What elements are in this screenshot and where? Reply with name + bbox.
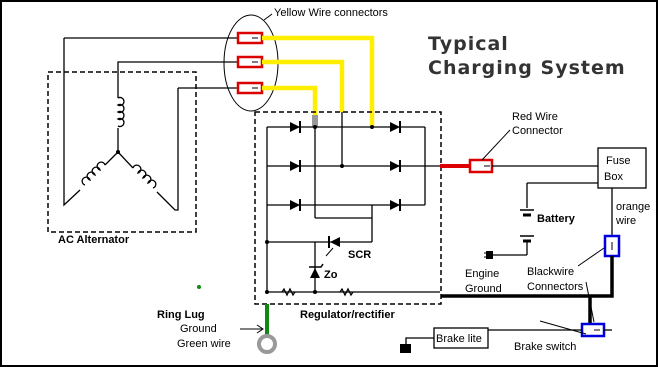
fuse-box-label-2: Box bbox=[604, 171, 623, 183]
brake-lite-label: Brake lite bbox=[436, 333, 482, 345]
black-connectors-leader-2 bbox=[585, 281, 595, 323]
orange-wire-label-1: orange bbox=[616, 201, 650, 213]
yellow-connectors-label: Yellow Wire connectors bbox=[274, 7, 388, 19]
diode-5 bbox=[290, 199, 301, 211]
black-connectors-leader-1 bbox=[577, 247, 605, 267]
alternator-box bbox=[47, 71, 197, 233]
black-connectors-label-2: Connectors bbox=[527, 281, 584, 293]
ac-alternator-label: AC Alternator bbox=[58, 234, 130, 246]
resistor-2 bbox=[339, 287, 354, 297]
black-wire-main bbox=[441, 256, 614, 298]
zener-symbol bbox=[309, 263, 324, 278]
green-dot bbox=[197, 285, 201, 289]
title-line-2: Charging System bbox=[428, 57, 626, 79]
gray-terminal bbox=[312, 115, 318, 127]
yellow-label-leader bbox=[263, 13, 273, 21]
engine-ground-label-1: Engine bbox=[465, 268, 499, 280]
alternator-coils bbox=[63, 38, 179, 211]
diode-6 bbox=[390, 199, 401, 211]
title-line-1: Typical bbox=[428, 33, 509, 55]
red-connector-leader bbox=[481, 129, 511, 161]
engine-ground-terminal bbox=[484, 251, 493, 259]
yellow-connector-3 bbox=[236, 81, 264, 95]
resistor-1 bbox=[281, 287, 296, 297]
ground-label: Ground bbox=[180, 323, 217, 335]
green-wire-label: Green wire bbox=[177, 338, 231, 350]
battery-label: Battery bbox=[537, 213, 576, 225]
ring-lug-label: Ring Lug bbox=[157, 309, 205, 321]
engine-ground-label-2: Ground bbox=[465, 283, 502, 295]
red-connector-label-1: Red Wire bbox=[512, 111, 558, 123]
battery-symbol bbox=[492, 182, 598, 256]
yellow-wires bbox=[262, 35, 375, 127]
scr-symbol bbox=[325, 236, 340, 257]
ground-leader-arrow bbox=[256, 324, 264, 334]
brake-lite-ground bbox=[400, 344, 411, 353]
red-wire-connector bbox=[468, 158, 494, 174]
diode-3 bbox=[290, 160, 301, 172]
red-connector-label-2: Connector bbox=[512, 125, 563, 137]
yellow-connector-2 bbox=[236, 55, 264, 69]
orange-wire-label-2: wire bbox=[615, 215, 636, 227]
alt-lead-2 bbox=[117, 61, 238, 65]
black-connectors-label-1: Blackwire bbox=[527, 266, 574, 278]
orange-wire-connector bbox=[603, 234, 621, 258]
yellow-connector-1 bbox=[236, 31, 264, 45]
diode-1 bbox=[290, 121, 301, 133]
regulator-label: Regulator/rectifier bbox=[300, 309, 395, 321]
diode-4 bbox=[390, 160, 401, 172]
brake-switch-label: Brake switch bbox=[514, 341, 576, 353]
fuse-box bbox=[597, 147, 647, 189]
scr-label: SCR bbox=[348, 249, 371, 261]
regulator-box bbox=[254, 111, 442, 305]
brake-switch-leader bbox=[539, 320, 587, 335]
zener-label: Zo bbox=[324, 269, 338, 281]
ring-lug bbox=[257, 334, 277, 354]
fuse-box-label-1: Fuse bbox=[606, 155, 630, 167]
diode-2 bbox=[390, 121, 401, 133]
